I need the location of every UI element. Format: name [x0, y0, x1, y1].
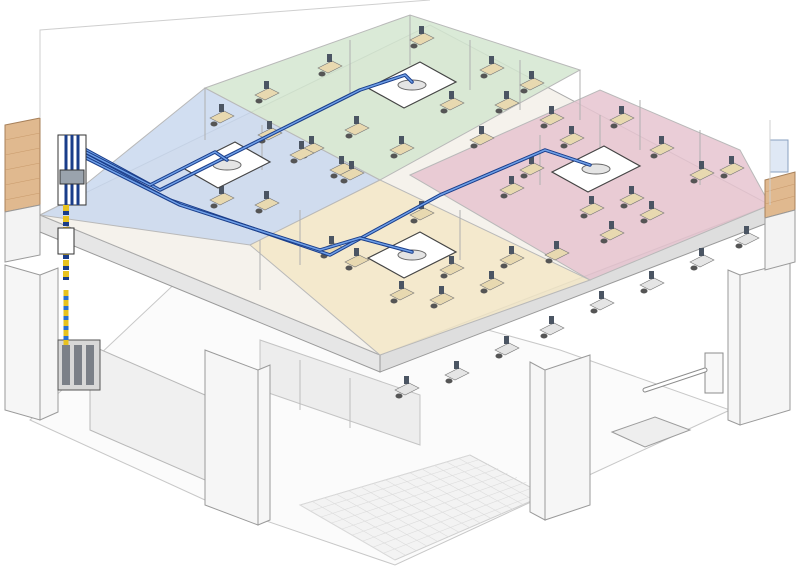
workstation	[579, 196, 605, 219]
column-right	[739, 261, 791, 426]
workstation	[719, 156, 745, 179]
tile-grid	[299, 454, 546, 561]
workstation	[689, 161, 715, 184]
workstation	[389, 281, 415, 304]
workstation	[209, 104, 235, 127]
workstation	[734, 226, 760, 249]
workstation	[254, 191, 280, 214]
brick-wall-right	[764, 139, 796, 271]
workstation	[544, 241, 570, 264]
workstation	[499, 176, 525, 199]
riser-rack	[57, 134, 87, 206]
workstation	[254, 81, 280, 104]
ceiling-unit-green	[366, 61, 458, 109]
workstation	[344, 116, 370, 139]
equipment-rack	[57, 339, 101, 391]
workstation	[589, 291, 615, 314]
workstation	[317, 54, 343, 77]
outer-frame	[39, 0, 771, 205]
workstation	[439, 256, 465, 279]
cable-routes	[66, 73, 592, 257]
workstation	[539, 106, 565, 129]
workstation	[519, 156, 545, 179]
workstation	[409, 26, 435, 49]
columns	[4, 261, 791, 526]
cable-route-blue-inner	[71, 144, 228, 186]
riser-box	[57, 227, 75, 255]
workstation	[329, 156, 355, 179]
workstation	[689, 248, 715, 271]
workstation	[394, 376, 420, 399]
workstation	[494, 336, 520, 359]
workstation	[494, 91, 520, 114]
workstation	[209, 186, 235, 209]
workstation	[499, 246, 525, 269]
workstation	[649, 136, 675, 159]
workstation	[389, 136, 415, 159]
ceiling-unit-pink	[550, 145, 642, 193]
workstation	[619, 186, 645, 209]
partitions	[204, 15, 701, 290]
brick-wall-left	[4, 117, 41, 263]
workstation	[444, 361, 470, 384]
ceiling-unit-yellow	[366, 231, 458, 279]
workstation	[479, 56, 505, 79]
workstation	[519, 71, 545, 94]
workstation	[429, 286, 455, 309]
workstation	[599, 221, 625, 244]
workstation	[469, 126, 495, 149]
lower-workstations	[394, 226, 760, 399]
workstation	[439, 91, 465, 114]
floor-step	[610, 416, 692, 448]
workstations	[209, 26, 745, 309]
column-mid-side	[529, 361, 546, 521]
column-left-side	[39, 267, 59, 421]
column-center	[204, 349, 259, 526]
workstation	[339, 161, 365, 184]
gate-post	[704, 352, 724, 394]
workstation	[344, 248, 370, 271]
column-right-side	[727, 269, 741, 426]
column-center-side	[257, 364, 271, 526]
workstation	[639, 201, 665, 224]
column-left-front	[4, 264, 41, 421]
workstation	[609, 106, 635, 129]
workstation	[479, 271, 505, 294]
workstation	[539, 316, 565, 339]
column-mid	[544, 354, 591, 521]
gate-arm-inner	[643, 368, 707, 392]
cable-route-yellow-inner	[79, 154, 413, 253]
workstation	[559, 126, 585, 149]
workstation	[289, 141, 315, 164]
workstation	[639, 271, 665, 294]
